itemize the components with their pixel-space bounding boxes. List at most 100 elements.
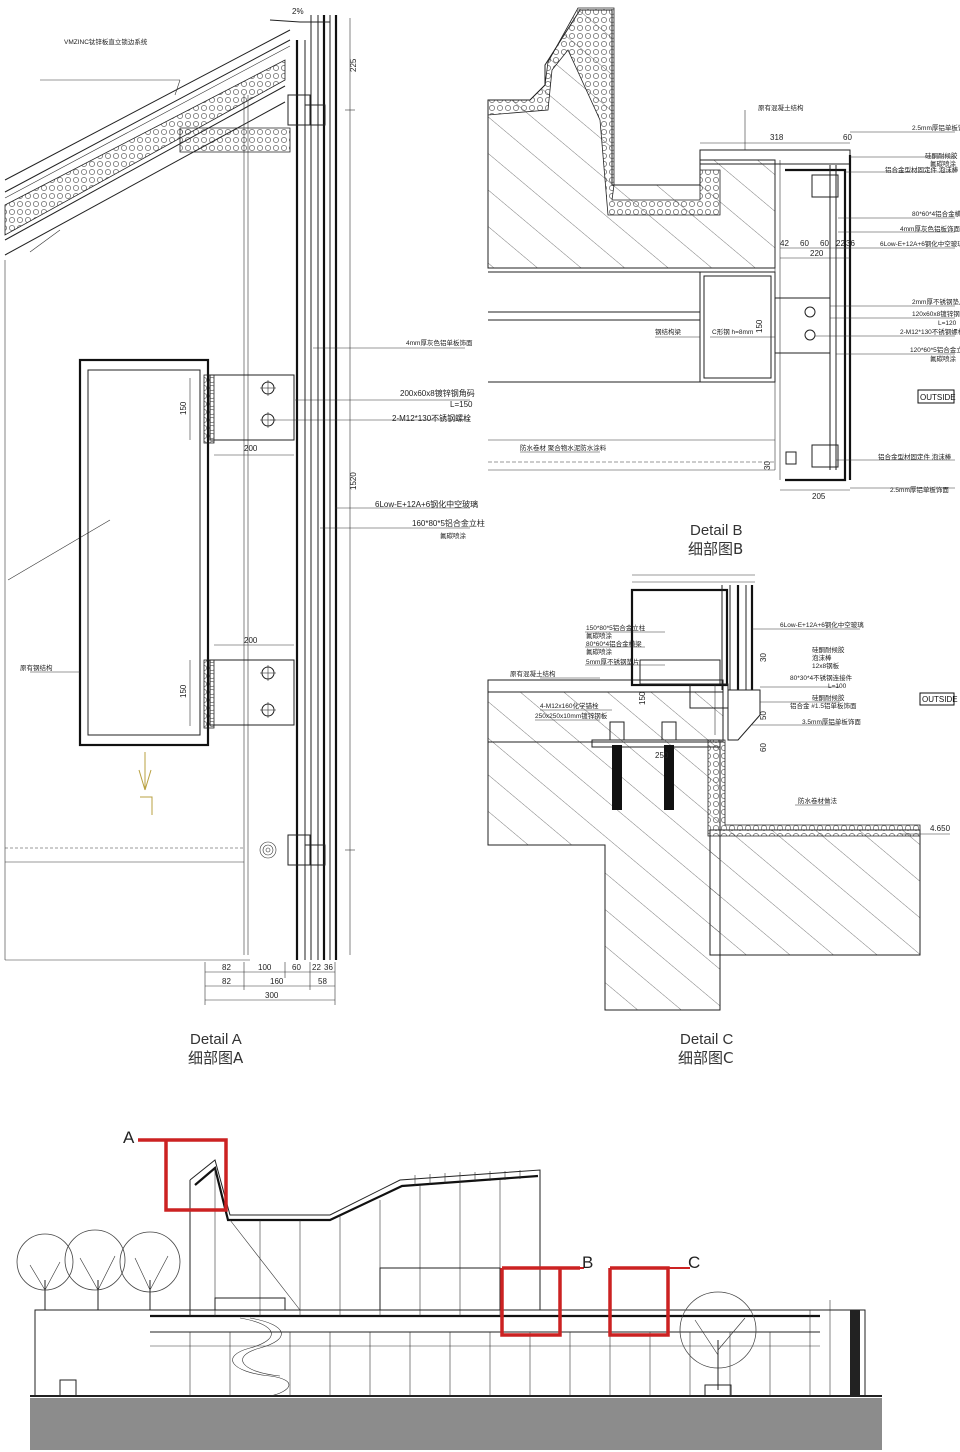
- b-note-right-1: 2.5mm厚铝单板饰面: [912, 123, 960, 132]
- c-note-right-5: 80*30*4不锈钢连接件: [790, 673, 853, 682]
- steel-box-beam: [78, 358, 295, 747]
- c-note-right-6: L=100: [828, 683, 847, 690]
- b-note-right-12: 120*60*5铝合金立柱: [910, 345, 960, 354]
- b-note-right-6: 4mm厚灰色铝板饰面: [900, 224, 960, 233]
- note-struct: 原有钢结构: [20, 663, 53, 672]
- b-note-right-9: 120x60x8镀锌钢角码: [912, 309, 960, 318]
- dim-1520: 1520: [349, 472, 358, 490]
- dim-150-upper: 150: [179, 401, 188, 415]
- c-dim-60: 60: [759, 743, 768, 752]
- b-note-left-4: 防水卷材 聚合物水泥防水涂料: [520, 443, 607, 452]
- bottom-dim-5: 36: [324, 963, 333, 972]
- b-note-right-14: 铝合金型材固定件 泡沫棒: [878, 452, 952, 461]
- b-note-right-10: L=120: [938, 320, 957, 327]
- bottom-dim-3: 60: [292, 963, 301, 972]
- c-note-left-7: 4-M12x160化学锚栓: [540, 701, 599, 710]
- dim-150-lower: 150: [179, 684, 188, 698]
- b-dim-60b: 60: [800, 239, 809, 248]
- note-tube: 160*80*5铝合金立柱: [412, 518, 485, 528]
- detail-b-caption-cn: 细部图B: [688, 540, 743, 558]
- c-note-right-1: 6Low-E+12A+6钢化中空玻璃: [780, 620, 864, 629]
- bottom-dim-1: 82: [222, 963, 231, 972]
- c-level-label: 4.650: [930, 824, 951, 833]
- roof-assembly: [4, 29, 291, 581]
- b-dim-60: 60: [843, 133, 852, 142]
- c-outside-label: OUTSIDE: [922, 695, 958, 704]
- b-note-right-11: 2-M12*130不锈钢螺栓: [900, 327, 960, 336]
- key-label-a: A: [123, 1128, 135, 1147]
- detail-a-caption-cn: 细部图A: [188, 1049, 244, 1067]
- c-leaders: [535, 628, 860, 806]
- detail-b-caption-en: Detail B: [690, 522, 743, 539]
- detail-c-caption-en: Detail C: [680, 1031, 734, 1048]
- b-note-left-1: 原有混凝土结构: [758, 103, 804, 112]
- b-dim-220: 220: [810, 249, 824, 258]
- detail-c-caption-cn: 细部图C: [678, 1049, 733, 1067]
- slope-label: 2%: [292, 7, 304, 16]
- upper-mullions: [259, 1180, 501, 1316]
- c-note-left-8: 250x250x10mm镀锌钢板: [535, 711, 608, 720]
- c-note-left-6: 原有混凝土结构: [510, 669, 556, 678]
- bottom-dim-4: 22: [312, 963, 321, 972]
- b-note-right-7: 6Low-E+12A+6钢化中空玻璃: [880, 239, 960, 248]
- tree-right: [679, 1291, 757, 1397]
- key-label-b: B: [582, 1253, 593, 1272]
- roof-note: VMZINC钛锌板直立锁边系统: [64, 37, 148, 46]
- b-dim-60c: 60: [820, 239, 829, 248]
- b-dim-42: 42: [780, 239, 789, 248]
- b-note-left-3: C形钢 h=8mm: [712, 328, 753, 336]
- curtain-wall: [243, 15, 338, 960]
- note-l150: L=150: [450, 400, 473, 409]
- b-note-right-3: 氟碳喷涂: [930, 159, 957, 168]
- section-marker: [138, 752, 153, 815]
- dim-225: 225: [349, 58, 358, 72]
- b-note-right-8: 2mm厚不锈钢垫片: [912, 297, 960, 306]
- key-section: A B C: [16, 1128, 882, 1450]
- c-note-left-2: 氟碳喷涂: [586, 631, 613, 640]
- key-label-c: C: [688, 1253, 700, 1272]
- c-dim-30: 30: [759, 653, 768, 662]
- c-note-right-10: 防水卷材做法: [798, 796, 838, 805]
- bottom-dim-total: 300: [265, 991, 279, 1000]
- dim-200-upper: 200: [244, 444, 258, 453]
- bottom-dim-6: 82: [222, 977, 231, 986]
- b-note-right-4: 铝合金型材固定件 泡沫棒: [885, 165, 959, 174]
- c-dim-150: 150: [638, 691, 647, 705]
- note-angle: 200x60x8镀锌钢角码: [400, 388, 475, 398]
- c-note-left-1: 150*80*5铝合金立柱: [586, 623, 646, 632]
- c-note-right-3: 泡沫棒: [812, 653, 832, 662]
- detail-frames: [138, 1138, 690, 1337]
- c-note-right-9: 3.5mm厚铝单板饰面: [802, 717, 861, 726]
- podium-mullions: [189, 1300, 831, 1396]
- detail-b: 318 60 42 60 60 22 36 220 150 205 30 原有混…: [487, 7, 960, 558]
- b-right-leaders: [815, 131, 955, 489]
- b-note-right-13: 氟碳喷涂: [930, 354, 957, 363]
- b-note-right-15: 2.5mm厚铝单板饰面: [890, 485, 949, 494]
- b-dim-36: 36: [846, 239, 855, 248]
- c-note-right-2: 硅酮耐候胶: [812, 645, 845, 654]
- bottom-dim-2: 100: [258, 963, 272, 972]
- detail-a: VMZINC钛锌板直立锁边系统 2% 225 1520 150 150 200 …: [4, 7, 485, 1067]
- bottom-dim-7: 160: [270, 977, 284, 986]
- note-bolt: 2-M12*130不锈钢螺栓: [392, 413, 471, 423]
- b-outside-label: OUTSIDE: [920, 393, 956, 402]
- note-4mm: 4mm厚灰色铝单板饰面: [406, 338, 473, 347]
- c-note-right-8: 铝合金 #1.5铝单板饰面: [790, 701, 857, 710]
- c-note-left-4: 氟碳喷涂: [586, 647, 613, 656]
- c-note-left-5: 5mm厚不锈钢垫片: [586, 657, 639, 666]
- c-note-right-4: 12x8钢板: [812, 661, 840, 670]
- c-dim-250: 250: [655, 751, 669, 760]
- roof-ribs: [414, 1170, 521, 1186]
- c-note-left-3: 80*60*4铝合金横梁: [586, 639, 642, 648]
- trees-left: [16, 1229, 181, 1310]
- detail-c: 150*80*5铝合金立柱 氟碳喷涂 80*60*4铝合金横梁 氟碳喷涂 5mm…: [487, 574, 958, 1067]
- note-tube-2: 氟碳喷涂: [440, 531, 467, 540]
- bottom-dim-8: 58: [318, 977, 327, 986]
- b-dim-318: 318: [770, 133, 784, 142]
- c-dim-50: 50: [759, 711, 768, 720]
- dim-200-lower: 200: [244, 636, 258, 645]
- note-glass: 6Low-E+12A+6钢化中空玻璃: [375, 499, 478, 509]
- b-note-right-2: 硅酮耐候胶: [925, 151, 958, 160]
- c-note-right-7: 硅酮耐候胶: [812, 693, 845, 702]
